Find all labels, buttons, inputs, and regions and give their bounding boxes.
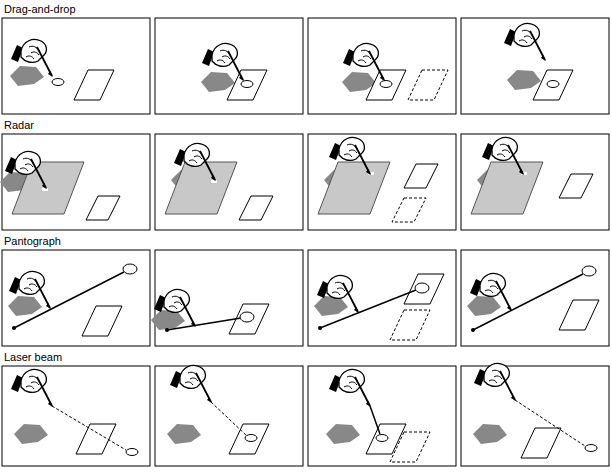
row-title: Laser beam bbox=[4, 351, 62, 364]
row-title: Radar bbox=[4, 119, 34, 132]
row-title: Pantograph bbox=[4, 235, 61, 248]
row-title: Drag-and-drop bbox=[4, 3, 76, 16]
